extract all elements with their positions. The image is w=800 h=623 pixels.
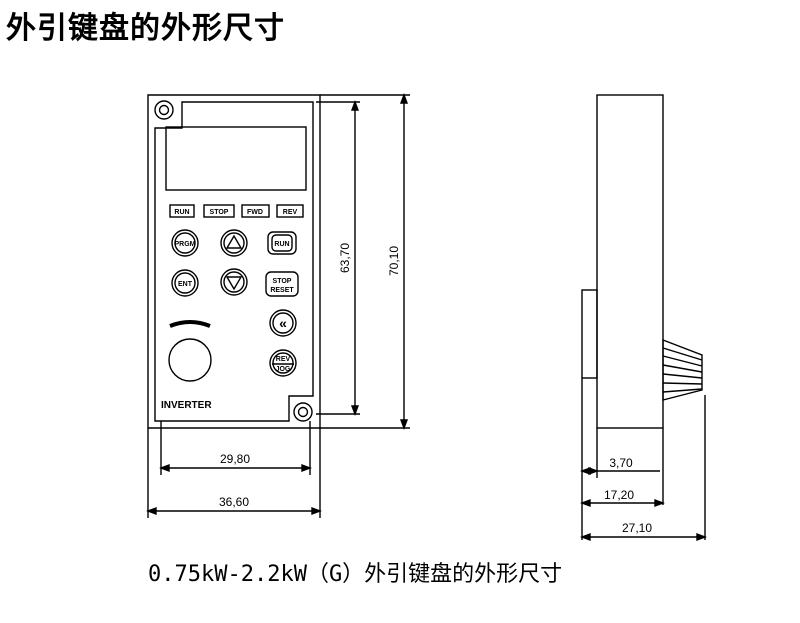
prgm-label: PRGM xyxy=(175,241,196,248)
stop-reset-button xyxy=(265,271,299,297)
dim-outer-width: 36,60 xyxy=(219,495,249,509)
mounting-hole-bottom xyxy=(293,402,313,422)
reset-label: RESET xyxy=(270,287,294,294)
run-label: RUN xyxy=(274,241,289,248)
dim-side-step: 3,70 xyxy=(609,456,633,470)
page-title: 外引键盘的外形尺寸 xyxy=(6,11,285,46)
dim-inner-width: 29,80 xyxy=(220,452,250,466)
mounting-hole-top-inner xyxy=(158,104,170,116)
mounting-hole-top xyxy=(154,100,174,120)
stop-label: STOP xyxy=(273,278,292,285)
potentiometer-arc xyxy=(169,320,211,328)
front-outer-outline xyxy=(147,94,321,429)
dim-side-total: 27,10 xyxy=(622,521,652,535)
side-cable-connector xyxy=(662,338,703,401)
display-window xyxy=(165,126,307,191)
indicator-fwd-label: FWD xyxy=(247,209,263,216)
brand-label: INVERTER xyxy=(161,400,212,411)
dim-outer-height: 70,10 xyxy=(387,246,401,276)
shift-button xyxy=(269,309,297,337)
potentiometer-knob xyxy=(168,338,212,382)
side-step xyxy=(581,289,598,379)
prgm-button xyxy=(171,229,199,257)
indicator-rev-label: REV xyxy=(283,209,298,216)
run-button xyxy=(267,231,297,255)
indicator-stop-label: STOP xyxy=(210,209,229,216)
down-button xyxy=(220,268,248,296)
rev-label: REV xyxy=(276,356,291,363)
ent-button xyxy=(171,269,199,297)
ent-label: ENT xyxy=(178,281,193,288)
dim-inner-height: 63,70 xyxy=(338,243,352,273)
rev-jog-button xyxy=(269,349,297,377)
indicator-run-label: RUN xyxy=(174,209,189,216)
up-button xyxy=(220,229,248,257)
figure-caption: 0.75kW-2.2kW（G）外引键盘的外形尺寸 xyxy=(148,562,563,587)
dim-side-body: 17,20 xyxy=(604,488,634,502)
mounting-hole-bottom-inner xyxy=(297,406,309,418)
jog-label: JOG xyxy=(276,366,291,373)
side-body xyxy=(596,94,664,429)
shift-icon: « xyxy=(279,315,287,331)
front-inner-outline xyxy=(154,101,314,422)
